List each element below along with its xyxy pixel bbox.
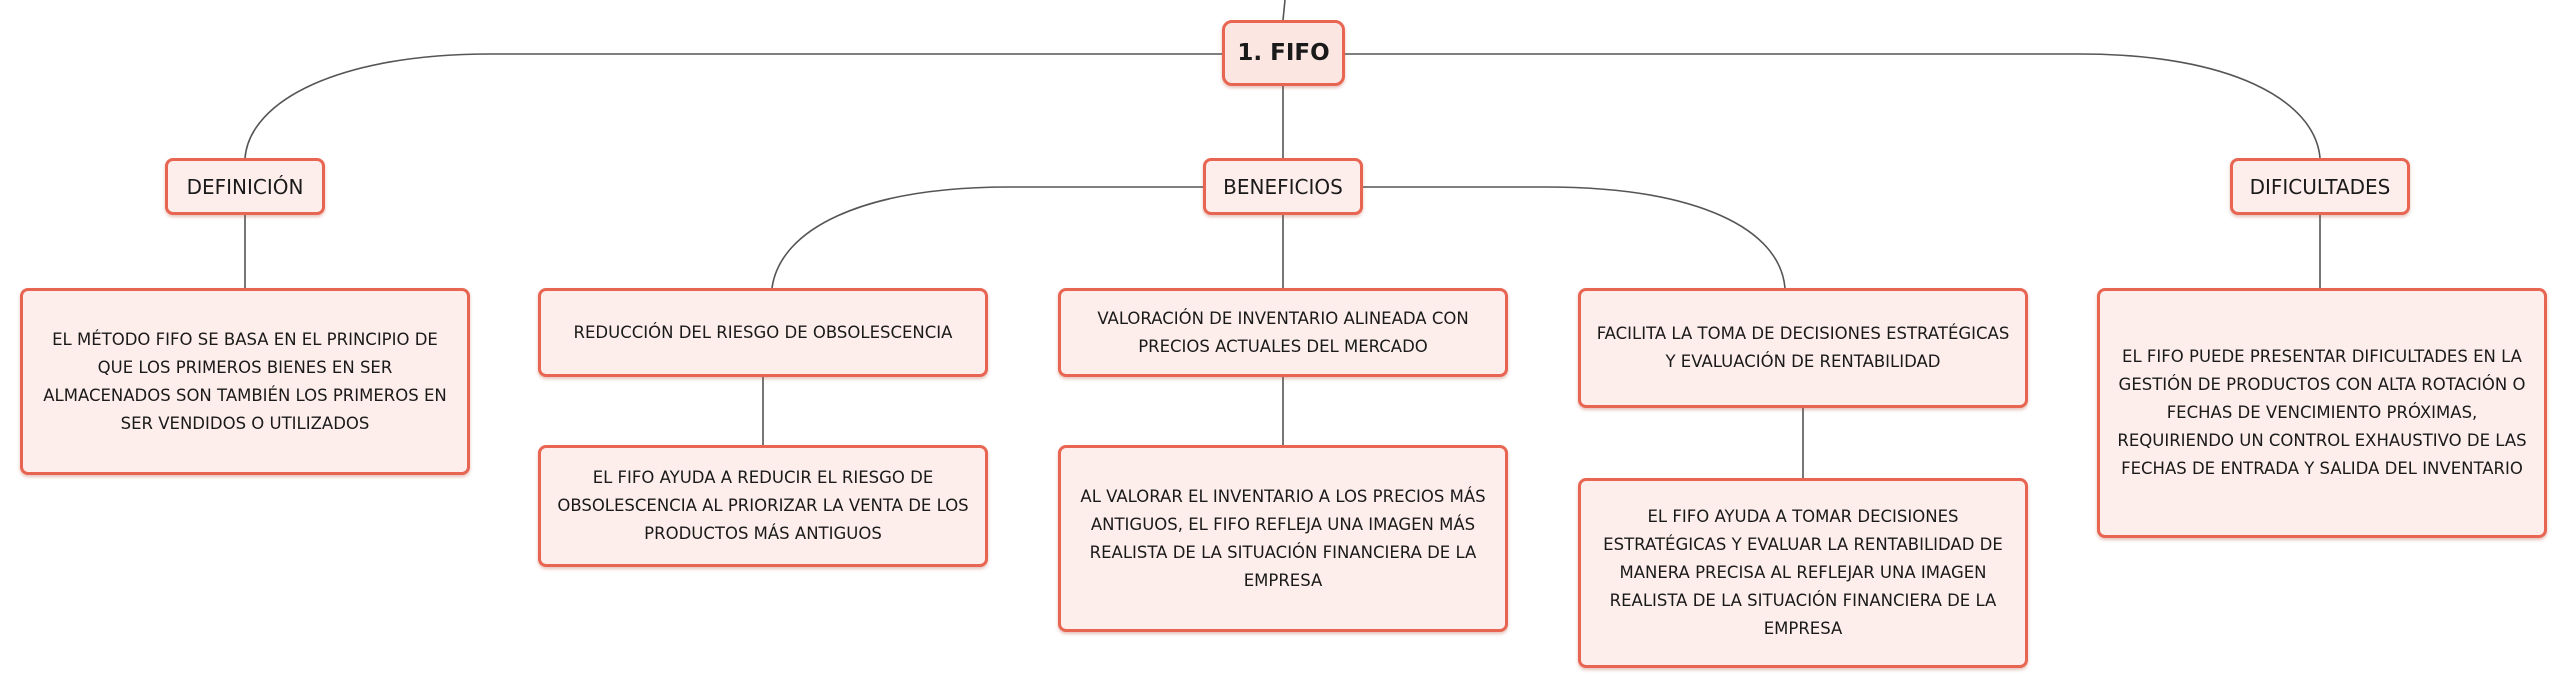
beneficio-reduccion-node[interactable]: REDUCCIÓN DEL RIESGO DE OBSOLESCENCIA bbox=[538, 288, 988, 377]
beneficio-facilita-detail-node[interactable]: EL FIFO AYUDA A TOMAR DECISIONES ESTRATÉ… bbox=[1578, 478, 2028, 668]
connector-beneficios-facilita bbox=[1363, 186, 1786, 289]
beneficio-valoracion-detail-node[interactable]: AL VALORAR EL INVENTARIO A LOS PRECIOS M… bbox=[1058, 445, 1508, 632]
branch-dificultades-label: DIFICULTADES bbox=[2249, 174, 2391, 199]
connector-root-dificultades bbox=[1345, 53, 2321, 159]
connector-beneficios-reduccion bbox=[771, 186, 1203, 289]
branch-definicion[interactable]: DEFINICIÓN bbox=[165, 158, 325, 215]
beneficio-facilita-detail: EL FIFO AYUDA A TOMAR DECISIONES ESTRATÉ… bbox=[1603, 507, 2003, 638]
beneficio-facilita-title: FACILITA LA TOMA DE DECISIONES ESTRATÉGI… bbox=[1596, 324, 2010, 371]
branch-dificultades[interactable]: DIFICULTADES bbox=[2230, 158, 2410, 215]
root-label: 1. FIFO bbox=[1237, 40, 1330, 66]
beneficio-reduccion-detail-node[interactable]: EL FIFO AYUDA A REDUCIR EL RIESGO DE OBS… bbox=[538, 445, 988, 567]
dificultades-text-node[interactable]: EL FIFO PUEDE PRESENTAR DIFICULTADES EN … bbox=[2097, 288, 2547, 538]
branch-beneficios-label: BENEFICIOS bbox=[1223, 174, 1343, 199]
branch-beneficios[interactable]: BENEFICIOS bbox=[1203, 158, 1363, 215]
branch-definicion-label: DEFINICIÓN bbox=[186, 174, 304, 199]
connector-root-definicion bbox=[244, 53, 1222, 159]
definicion-text: EL MÉTODO FIFO SE BASA EN EL PRINCIPIO D… bbox=[43, 329, 447, 433]
root-node[interactable]: 1. FIFO bbox=[1222, 20, 1345, 86]
definicion-text-node[interactable]: EL MÉTODO FIFO SE BASA EN EL PRINCIPIO D… bbox=[20, 288, 470, 475]
beneficio-valoracion-node[interactable]: VALORACIÓN DE INVENTARIO ALINEADA CON PR… bbox=[1058, 288, 1508, 377]
beneficio-facilita-node[interactable]: FACILITA LA TOMA DE DECISIONES ESTRATÉGI… bbox=[1578, 288, 2028, 408]
beneficio-valoracion-detail: AL VALORAR EL INVENTARIO A LOS PRECIOS M… bbox=[1080, 486, 1486, 590]
beneficio-valoracion-title: VALORACIÓN DE INVENTARIO ALINEADA CON PR… bbox=[1097, 308, 1469, 356]
beneficio-reduccion-title: REDUCCIÓN DEL RIESGO DE OBSOLESCENCIA bbox=[573, 322, 953, 342]
beneficio-reduccion-detail: EL FIFO AYUDA A REDUCIR EL RIESGO DE OBS… bbox=[557, 468, 969, 543]
connector-root-parent bbox=[1282, 0, 1286, 21]
dificultades-text: EL FIFO PUEDE PRESENTAR DIFICULTADES EN … bbox=[2117, 347, 2527, 478]
